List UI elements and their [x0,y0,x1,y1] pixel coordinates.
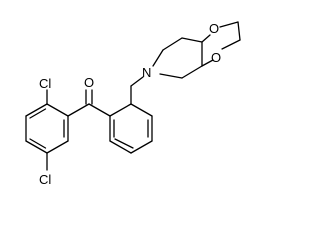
bond [46,140,69,154]
bond [221,39,241,50]
chlorine-ortho-label: Cl [39,76,51,91]
bond [46,103,69,117]
bond [25,140,48,154]
ketal-oxygen-lower-label: O [211,50,221,65]
dioxolane-ring [201,21,241,67]
carbonyl-group [67,89,111,117]
bond [201,59,214,67]
structure-diagram: O Cl Cl N O O [25,21,241,187]
bond [181,37,203,43]
chlorine-meta-label: Cl [39,172,51,187]
bond [201,34,211,43]
bond [162,37,183,51]
bond [109,140,132,154]
aromatic-bond [29,138,47,149]
phenyl-ring [109,103,153,154]
aromatic-bond [114,138,134,149]
aromatic-bond [29,108,47,119]
bond [237,21,241,41]
bond-ch2-n [130,76,144,87]
bond [25,103,48,117]
piperidine-ring [152,37,203,79]
bond [67,103,90,117]
bond [88,103,111,117]
bond [130,140,153,154]
bond [109,103,132,117]
carbonyl-oxygen-label: O [84,75,94,90]
dichlorophenyl-ring [25,103,69,154]
piperidine-nitrogen-label: N [142,65,151,80]
molecule-drawing: O Cl Cl N O O [25,21,241,187]
bond [219,21,239,28]
bond [130,103,153,117]
bond [152,49,164,67]
bond [181,65,203,79]
ketal-oxygen-upper-label: O [209,21,219,36]
bond [159,73,183,79]
